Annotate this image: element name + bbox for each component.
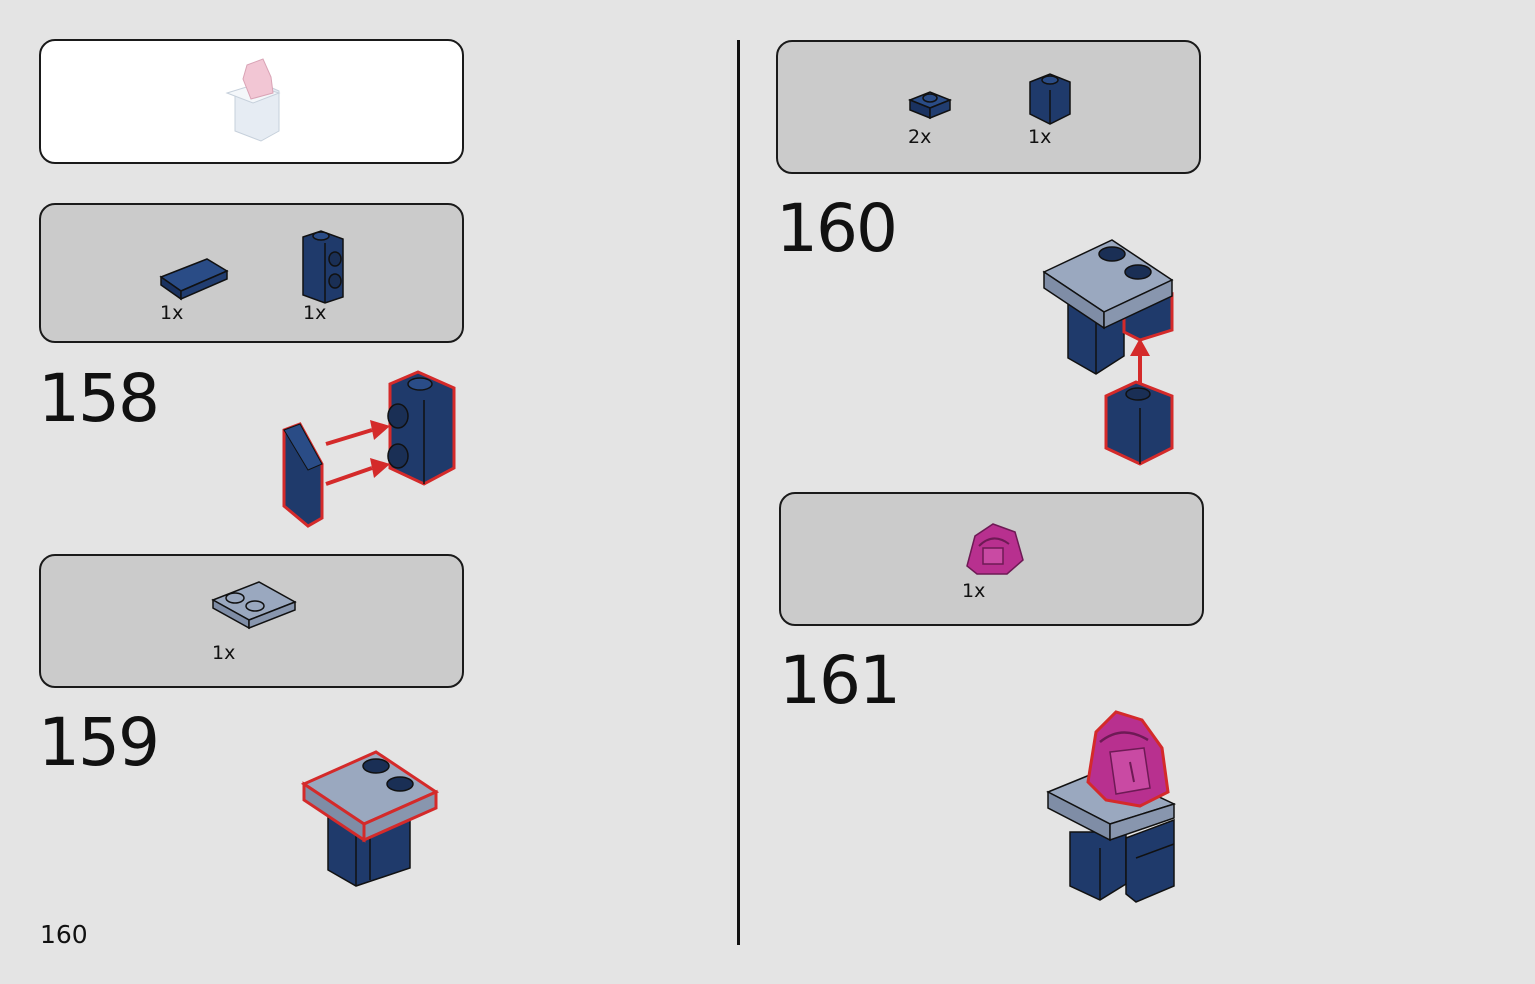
submodel-preview-box (39, 39, 464, 164)
page-divider (737, 40, 740, 945)
step-159-assembly-diagram (300, 750, 440, 887)
magenta-backpack-icon (966, 523, 1024, 575)
dark-blue-side-stud-brick-icon (302, 230, 344, 304)
part-qty: 2x (908, 126, 932, 148)
sand-blue-plate-icon (211, 581, 297, 630)
part-qty: 1x (160, 302, 184, 324)
chair-preview-icon (225, 58, 281, 142)
parts-callout-160: 2x 1x (776, 40, 1201, 174)
page-number: 160 (40, 920, 88, 949)
parts-callout-159: 1x (39, 554, 464, 688)
parts-callout-161: 1x (779, 492, 1204, 626)
part-qty: 1x (303, 302, 327, 324)
step-number: 159 (38, 704, 160, 781)
part-qty: 1x (212, 642, 236, 664)
step-number: 160 (776, 190, 898, 267)
step-number: 161 (779, 642, 901, 719)
step-158-assembly-diagram (282, 370, 456, 528)
dark-blue-brick-1x1-icon (1029, 73, 1071, 125)
part-qty: 1x (962, 580, 986, 602)
step-number: 158 (38, 360, 160, 437)
dark-blue-tile-icon (159, 258, 229, 301)
parts-callout-158: 1x 1x (39, 203, 464, 343)
step-161-assembly-diagram (1046, 710, 1177, 903)
dark-blue-plate-1x1-icon (907, 91, 953, 120)
step-160-assembly-diagram (1042, 239, 1174, 466)
part-qty: 1x (1028, 126, 1052, 148)
